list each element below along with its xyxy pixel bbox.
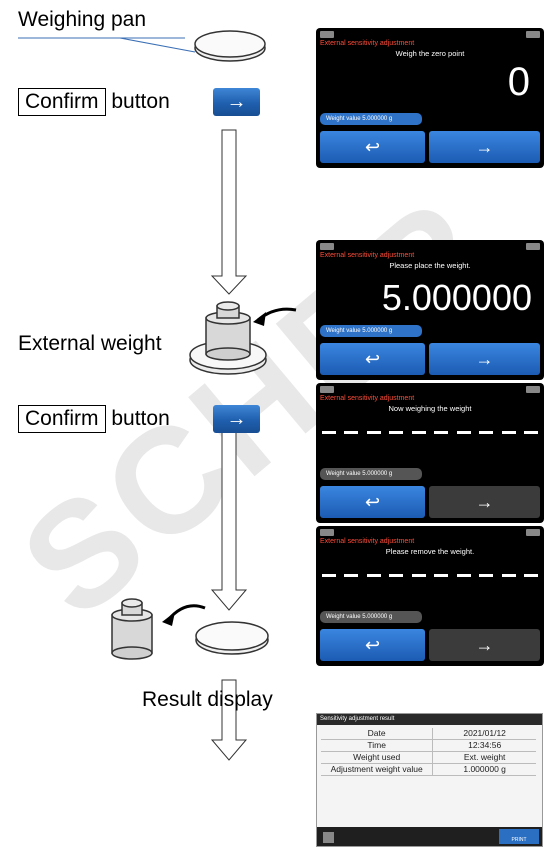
result-footer: PRINT bbox=[317, 827, 542, 846]
screen-message: Now weighing the weight bbox=[388, 404, 472, 413]
screen-title: External sensitivity adjustment bbox=[320, 395, 415, 402]
external-weight-label: External weight bbox=[18, 332, 162, 355]
dashes-readout bbox=[322, 574, 538, 580]
row-value: 1.000000 g bbox=[463, 764, 506, 774]
confirm-button-label-2: Confirm button bbox=[18, 405, 170, 433]
screen-remove-weight: External sensitivity adjustment Please r… bbox=[316, 526, 544, 666]
result-screen: Sensitivity adjustment result Date 2021/… bbox=[316, 713, 543, 847]
row-key: Adjustment weight value bbox=[321, 764, 434, 775]
button-text: button bbox=[111, 90, 170, 113]
status-icon bbox=[320, 31, 334, 38]
removed-weight-icon bbox=[111, 598, 269, 660]
status-icon bbox=[526, 31, 540, 38]
table-row: Adjustment weight value 1.000000 g bbox=[321, 764, 536, 776]
confirm-text: Confirm bbox=[18, 88, 106, 116]
status-icon bbox=[526, 529, 540, 536]
screen-title: External sensitivity adjustment bbox=[320, 252, 415, 259]
button-text-2: button bbox=[111, 407, 170, 430]
weight-value-field: Weight value 5.000000 g bbox=[320, 611, 422, 623]
table-row: Date 2021/01/12 bbox=[321, 728, 536, 740]
result-title: Sensitivity adjustment result bbox=[317, 714, 542, 725]
screen-place-weight: External sensitivity adjustment Please p… bbox=[316, 240, 544, 380]
weighing-pan-label: Weighing pan bbox=[18, 8, 147, 31]
table-row: Weight used Ext. weight bbox=[321, 752, 536, 764]
screen-message: Weigh the zero point bbox=[395, 49, 465, 58]
screen-message: Please place the weight. bbox=[389, 261, 471, 270]
row-key: Time bbox=[321, 740, 434, 751]
row-value: 12:34:56 bbox=[468, 740, 502, 750]
next-button[interactable]: → bbox=[429, 131, 540, 163]
weight-value-field[interactable]: Weight value 5.000000 g bbox=[320, 325, 422, 337]
row-key: Date bbox=[321, 728, 434, 739]
dashes-readout bbox=[322, 431, 538, 437]
status-icon bbox=[526, 243, 540, 250]
weighing-pan-icon bbox=[194, 30, 266, 62]
screen-zero-point: External sensitivity adjustment Weigh th… bbox=[316, 28, 544, 168]
status-icon bbox=[320, 386, 334, 393]
return-button[interactable]: ↩ bbox=[320, 131, 425, 163]
next-button-disabled: → bbox=[429, 486, 540, 518]
screen-title: External sensitivity adjustment bbox=[320, 538, 415, 545]
screen-title: External sensitivity adjustment bbox=[320, 40, 415, 47]
result-table: Date 2021/01/12 Time 12:34:56 Weight use… bbox=[321, 728, 536, 776]
print-button[interactable]: PRINT bbox=[499, 829, 539, 844]
status-icon bbox=[526, 386, 540, 393]
external-weight-icon bbox=[189, 301, 297, 375]
screen-message: Please remove the weight. bbox=[385, 547, 475, 556]
next-button-disabled: → bbox=[429, 629, 540, 661]
status-icon bbox=[320, 529, 334, 536]
return-button[interactable]: ↩ bbox=[320, 629, 425, 661]
weight-readout: 0 bbox=[507, 60, 530, 104]
weight-value-field[interactable]: Weight value 5.000000 g bbox=[320, 113, 422, 125]
confirm-arrow-button[interactable]: → bbox=[213, 88, 260, 116]
next-button[interactable]: → bbox=[429, 343, 540, 375]
row-key: Weight used bbox=[321, 752, 434, 763]
confirm-text-2: Confirm bbox=[18, 405, 106, 433]
screen-weighing: External sensitivity adjustment Now weig… bbox=[316, 383, 544, 523]
table-row: Time 12:34:56 bbox=[321, 740, 536, 752]
status-icon bbox=[320, 243, 334, 250]
return-button[interactable]: ↩ bbox=[320, 486, 425, 518]
row-value: 2021/01/12 bbox=[463, 728, 506, 738]
exit-icon[interactable] bbox=[323, 832, 334, 843]
weight-value-field: Weight value 5.000000 g bbox=[320, 468, 422, 480]
row-value: Ext. weight bbox=[463, 752, 506, 762]
confirm-button-label: Confirm button bbox=[18, 88, 170, 116]
return-button[interactable]: ↩ bbox=[320, 343, 425, 375]
result-display-label: Result display bbox=[142, 688, 273, 711]
confirm-arrow-button-2[interactable]: → bbox=[213, 405, 260, 433]
weight-readout: 5.000000 bbox=[381, 277, 532, 318]
